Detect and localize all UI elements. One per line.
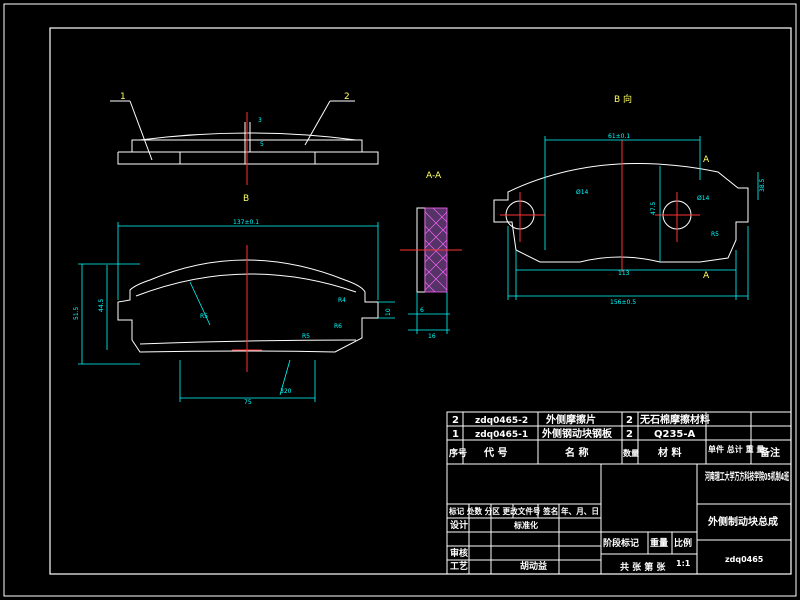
signer-label: 胡动益 xyxy=(520,560,547,572)
inner-border xyxy=(49,27,792,575)
dim-top-detail-b: 5 xyxy=(260,141,264,148)
parts-row2-code: zdq0465-1 xyxy=(475,430,528,440)
dim-bview-height: 47.5 xyxy=(650,201,657,215)
b-view-centers xyxy=(500,140,700,272)
parts-header-weight: 单件 总计 重 量 xyxy=(708,444,764,454)
standardize-label: 标准化 xyxy=(513,520,538,530)
parts-header-qty: 数量 xyxy=(623,448,639,458)
dim-front-inner-text: 44.5 xyxy=(98,298,105,312)
parts-row1-code: zdq0465-2 xyxy=(475,416,528,426)
dim-r6: R6 xyxy=(334,323,342,330)
dim-10-group xyxy=(378,301,395,319)
leader-2-label: 2 xyxy=(344,92,350,102)
parts-row1-material: 无石棉摩擦材料 xyxy=(639,413,710,426)
parts-header-material: 材 料 xyxy=(658,446,681,459)
dim-bview-r5: R5 xyxy=(711,231,719,238)
dim-bview-top: 61±0.1 xyxy=(608,133,630,140)
view-arrow-a-top: A xyxy=(703,155,710,165)
dim-front-height-text: 51.5 xyxy=(73,306,80,320)
dim-top-detail: 3 xyxy=(258,117,262,124)
stage-label: 阶段标记 xyxy=(603,537,639,549)
leader-1-label: 1 xyxy=(120,92,126,102)
weight-label: 重量 xyxy=(650,537,668,549)
parts-row1-name: 外侧摩擦片 xyxy=(545,413,596,426)
process-label: 工艺 xyxy=(450,560,468,572)
dim-sec-6: 6 xyxy=(420,307,424,314)
dim-bottom-width-text: 75 xyxy=(244,399,252,406)
title-block-grid xyxy=(446,463,792,575)
outer-border xyxy=(3,3,797,597)
dim-front-height xyxy=(78,263,140,365)
parts-row2-name: 外侧钢动块钢板 xyxy=(541,427,613,440)
parts-row2-qty: 2 xyxy=(626,429,633,440)
parts-row2-material: Q235-A xyxy=(654,429,696,440)
drawing-number: zdq0465 xyxy=(725,555,764,564)
dim-bview-right: 38.5 xyxy=(759,178,766,192)
parts-header-name: 名 称 xyxy=(565,446,588,459)
view-b-title: B 向 xyxy=(614,93,632,105)
parts-row1-qty: 2 xyxy=(626,415,633,426)
leader-2-diag xyxy=(304,100,331,146)
dim-bview-bottom: 113 xyxy=(618,270,630,277)
dim-bview-overall: 156±0.5 xyxy=(610,299,636,306)
dim-arc: R5 xyxy=(200,313,208,320)
sheet-text: 共 张 第 张 xyxy=(620,561,666,573)
dim-r5: R5 xyxy=(302,333,310,340)
review-label: 审核 xyxy=(450,547,468,559)
parts-row2-no: 1 xyxy=(452,429,459,440)
leader-1-diag xyxy=(129,100,153,161)
scale-label: 比例 xyxy=(674,537,692,549)
dim-r4: R4 xyxy=(338,297,346,304)
b-view xyxy=(493,163,749,263)
parts-header-no: 序号 xyxy=(449,447,467,459)
dim-bottom-width xyxy=(179,360,316,402)
parts-header-remark: 备注 xyxy=(759,446,780,459)
dim-section xyxy=(408,292,450,334)
parts-row1-no: 2 xyxy=(452,415,459,426)
dim-sec-16: 16 xyxy=(428,333,436,340)
drawing-name: 外侧制动块总成 xyxy=(707,515,778,528)
section-label: A-A xyxy=(426,171,442,181)
side-view xyxy=(117,122,379,165)
dim-front-width xyxy=(117,222,379,300)
school-line1: 河南理工大学万方科技学院05机制4班 xyxy=(705,470,789,483)
arrow-b-label: B xyxy=(243,194,249,204)
leader-angle xyxy=(279,359,291,396)
revision-row: 标记 处数 分区 更改文件号 签名 年、月、日 xyxy=(448,506,599,516)
view-arrow-a-bottom: A xyxy=(703,271,710,281)
scale-value: 1:1 xyxy=(676,559,691,568)
dim-angle: 320 xyxy=(280,388,292,395)
dim-hole-right: Ø14 xyxy=(697,195,710,202)
dim-front-width-text: 137±0.1 xyxy=(233,219,259,226)
parts-header-code: 代 号 xyxy=(483,446,507,459)
leader-arc xyxy=(189,281,211,326)
b-view-dims xyxy=(507,136,759,300)
front-view xyxy=(117,259,379,353)
dim-hole-left: Ø14 xyxy=(576,189,589,196)
dim-10: 10 xyxy=(385,308,392,316)
design-label: 设计 xyxy=(450,519,468,531)
